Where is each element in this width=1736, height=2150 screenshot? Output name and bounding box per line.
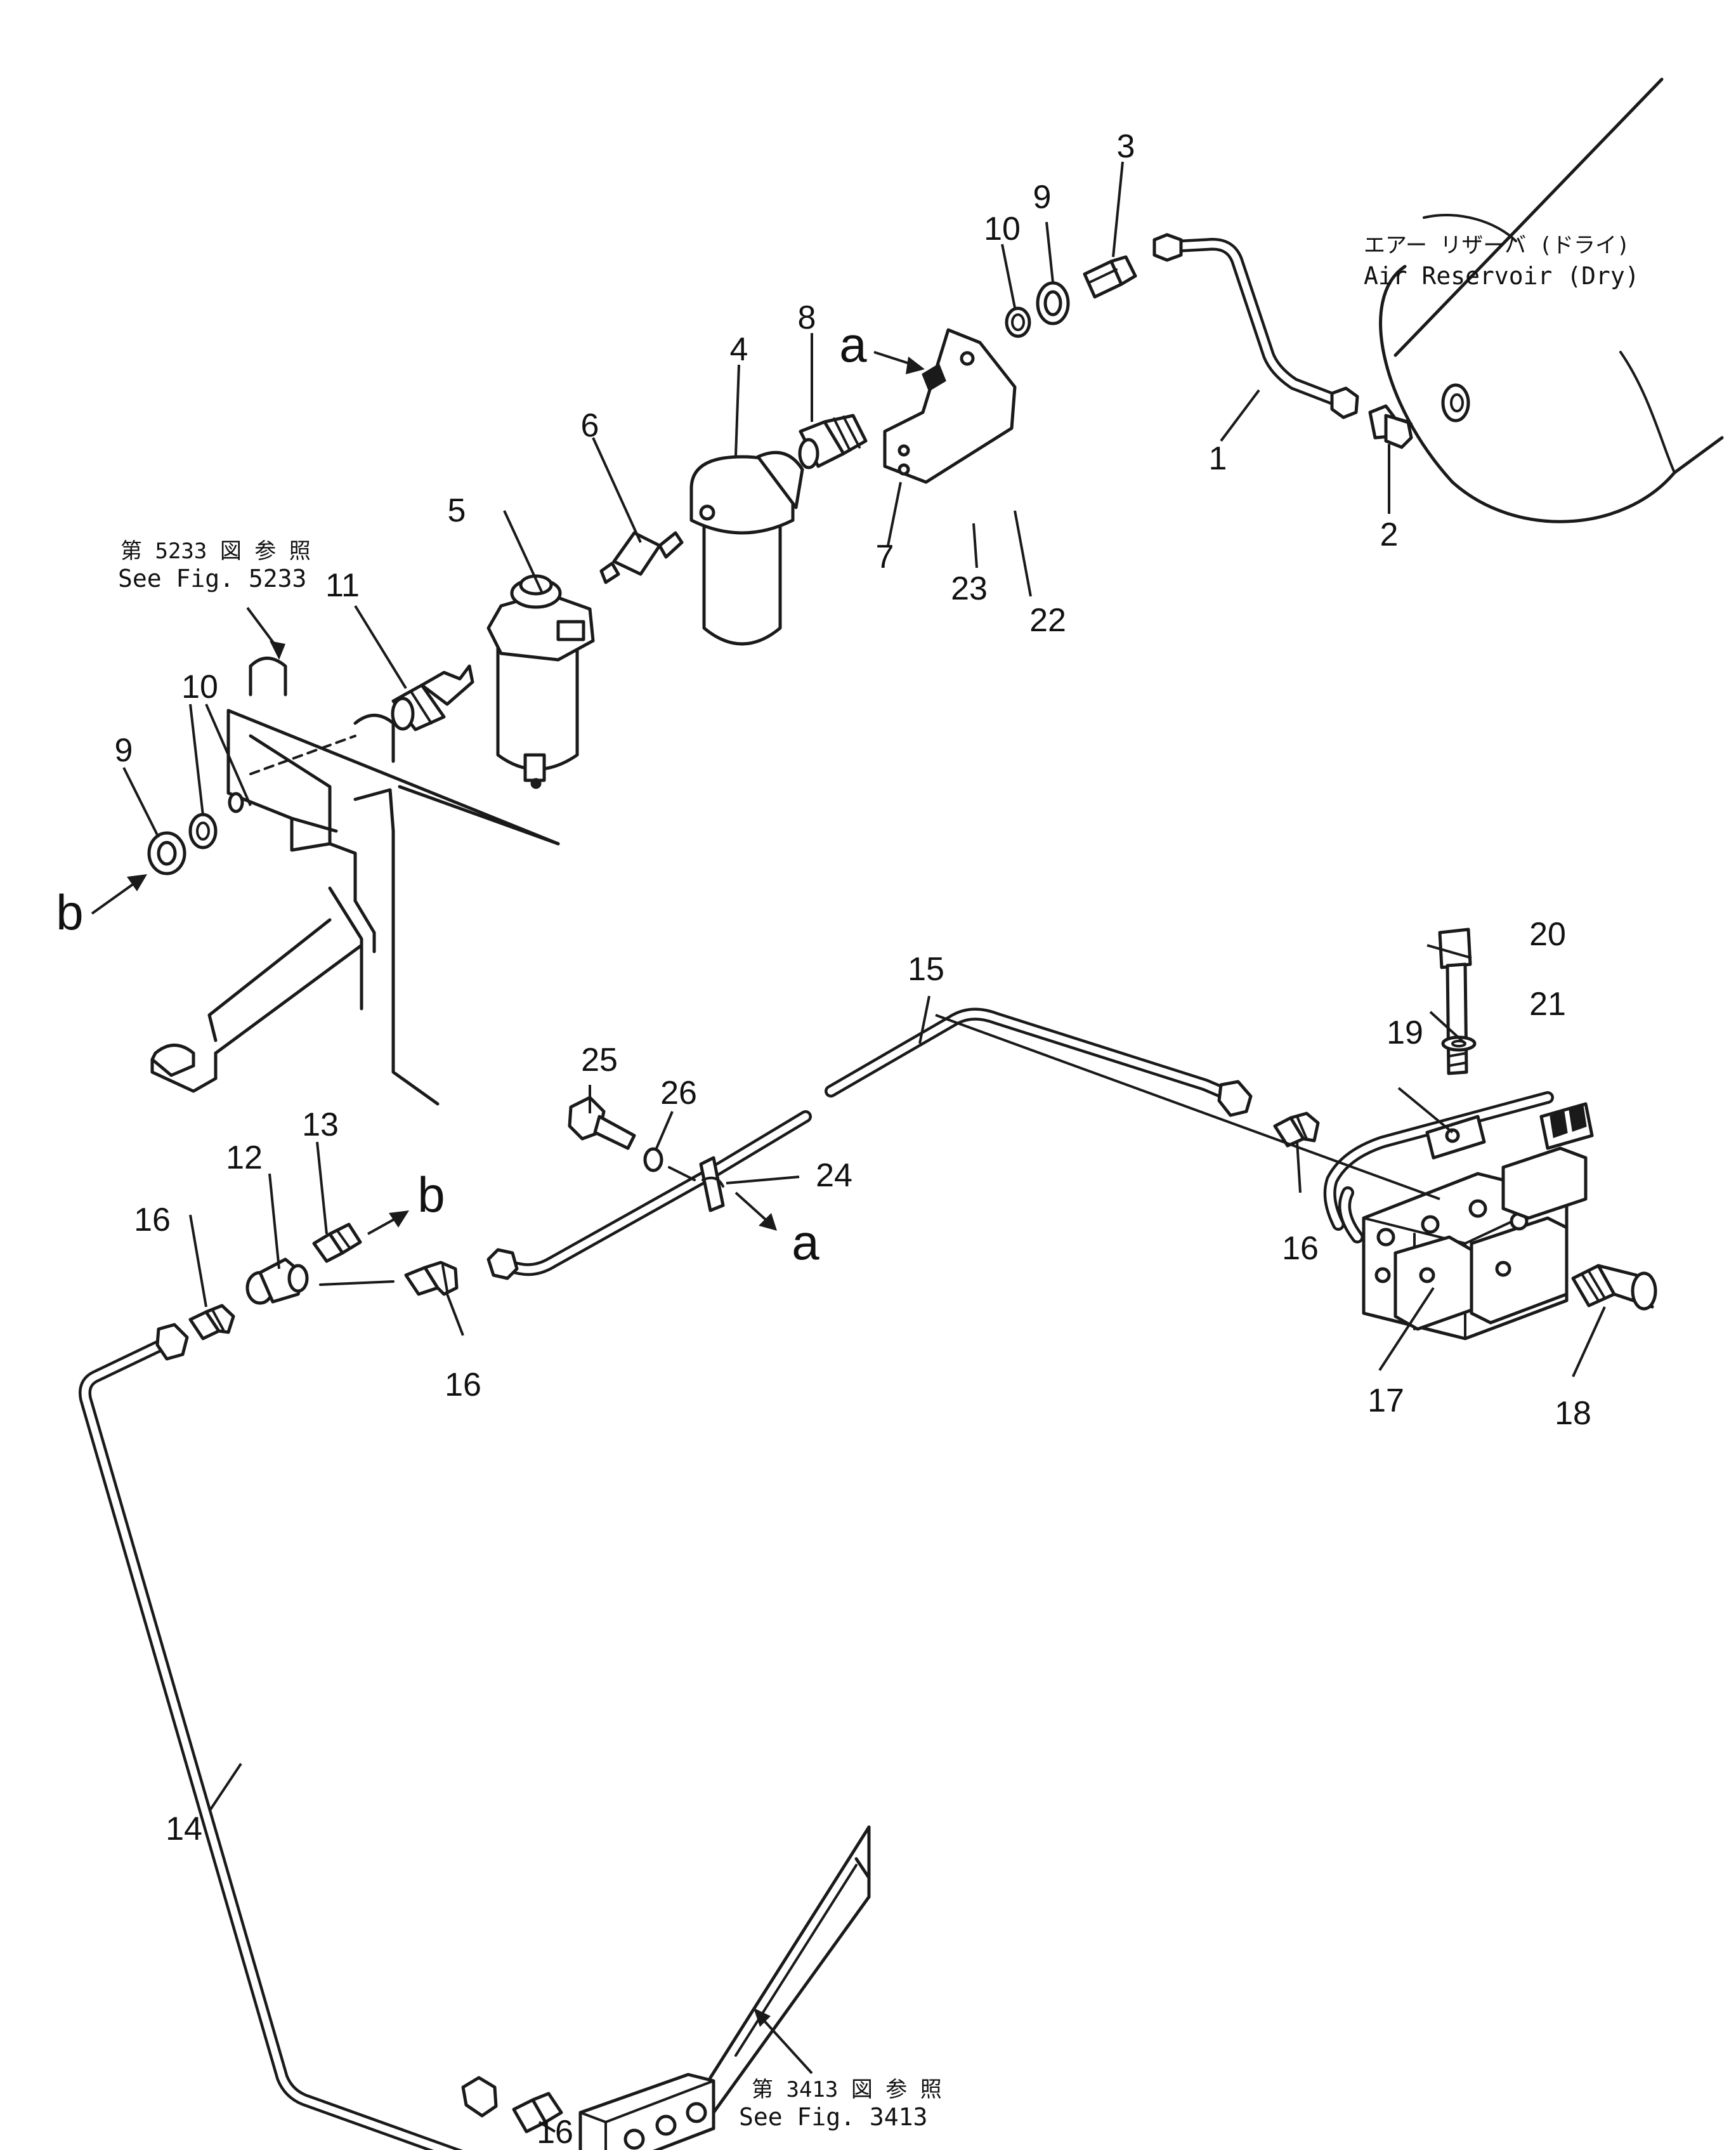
connector-18 [1571,1264,1657,1311]
filter-valve-5 [486,574,595,789]
nut-9-top [1036,281,1070,325]
valve-harness [1323,1091,1554,1243]
callout-10-top: 10 [984,211,1021,247]
nut-9-left [147,831,186,875]
washer-10-left [188,813,218,849]
callout-5: 5 [448,492,466,529]
tube-1 [1152,233,1359,419]
ref-5233-en: See Fig. 5233 [118,565,306,593]
callout-15: 15 [908,951,944,988]
callout-11: 11 [325,567,360,604]
callout-16-mid: 16 [445,1367,481,1403]
callout-7: 7 [876,539,894,575]
filter-4 [689,450,804,646]
tube-14 [79,1323,464,2150]
valve-17 [1362,1102,1594,1340]
callout-3: 3 [1117,128,1135,165]
callout-1: 1 [1209,440,1227,477]
callout-16-bottom: 16 [537,2114,573,2150]
callout-20: 20 [1529,916,1566,953]
ref-3413-jp: 第 3413 図 参 照 [752,2077,942,2102]
marker-b-left: b [56,884,83,940]
callout-16-left: 16 [134,1202,171,1238]
callout-10-left: 10 [181,669,218,705]
callout-21: 21 [1529,986,1566,1023]
callout-25: 25 [581,1042,618,1078]
callout-6: 6 [581,407,599,444]
connector-16-left [188,1304,235,1340]
elbow-2 [1368,404,1413,449]
callout-12: 12 [226,1139,263,1176]
callout-9-left: 9 [115,732,133,769]
leader-lines [122,161,1606,2133]
callout-26: 26 [660,1075,697,1111]
connector-13 [312,1222,362,1263]
callout-9-top: 9 [1033,179,1052,216]
ref-5233-jp: 第 5233 図 参 照 [121,539,311,564]
marker-a-bottom: a [792,1214,819,1270]
arrow-markers [91,351,925,1235]
callout-22: 22 [1029,602,1066,639]
nipple-6 [599,531,684,584]
tube-15-lower [486,1110,812,1280]
washer-26 [643,1147,663,1172]
connector-16-right [1273,1111,1320,1148]
bracket-7 [883,328,1017,484]
clip-24 [699,1156,725,1212]
callout-24: 24 [816,1157,852,1194]
reservoir-note-jp: エアー リザーバ (ドライ) [1364,233,1630,258]
connector-16-mid [404,1261,459,1296]
callout-8: 8 [798,299,816,336]
connector-16-bottom [461,2076,563,2134]
marker-a-top: a [839,317,867,372]
callout-16-right: 16 [1282,1230,1319,1267]
callout-4: 4 [730,331,748,368]
air-reservoir [1379,77,1724,523]
callout-18: 18 [1555,1395,1591,1432]
callout-17: 17 [1367,1382,1404,1419]
callout-19: 19 [1387,1014,1423,1051]
block-3413 [578,1825,871,2150]
reservoir-note-en: Air Reservoir (Dry) [1364,262,1640,290]
connector-8 [798,414,868,469]
elbow-12 [245,1257,309,1305]
frame-5233 [150,657,560,1106]
bolt-25 [568,1096,636,1150]
callout-23: 23 [951,570,988,607]
connector-11 [391,664,474,731]
callout-13: 13 [302,1106,339,1143]
washer-10-top [1005,306,1031,338]
callout-14: 14 [166,1811,202,1847]
ref-3413-en: See Fig. 3413 [739,2103,927,2131]
callout-2: 2 [1380,516,1399,553]
marker-b-middle: b [417,1167,445,1222]
tube-15 [825,1007,1253,1117]
connector-3 [1083,255,1137,299]
